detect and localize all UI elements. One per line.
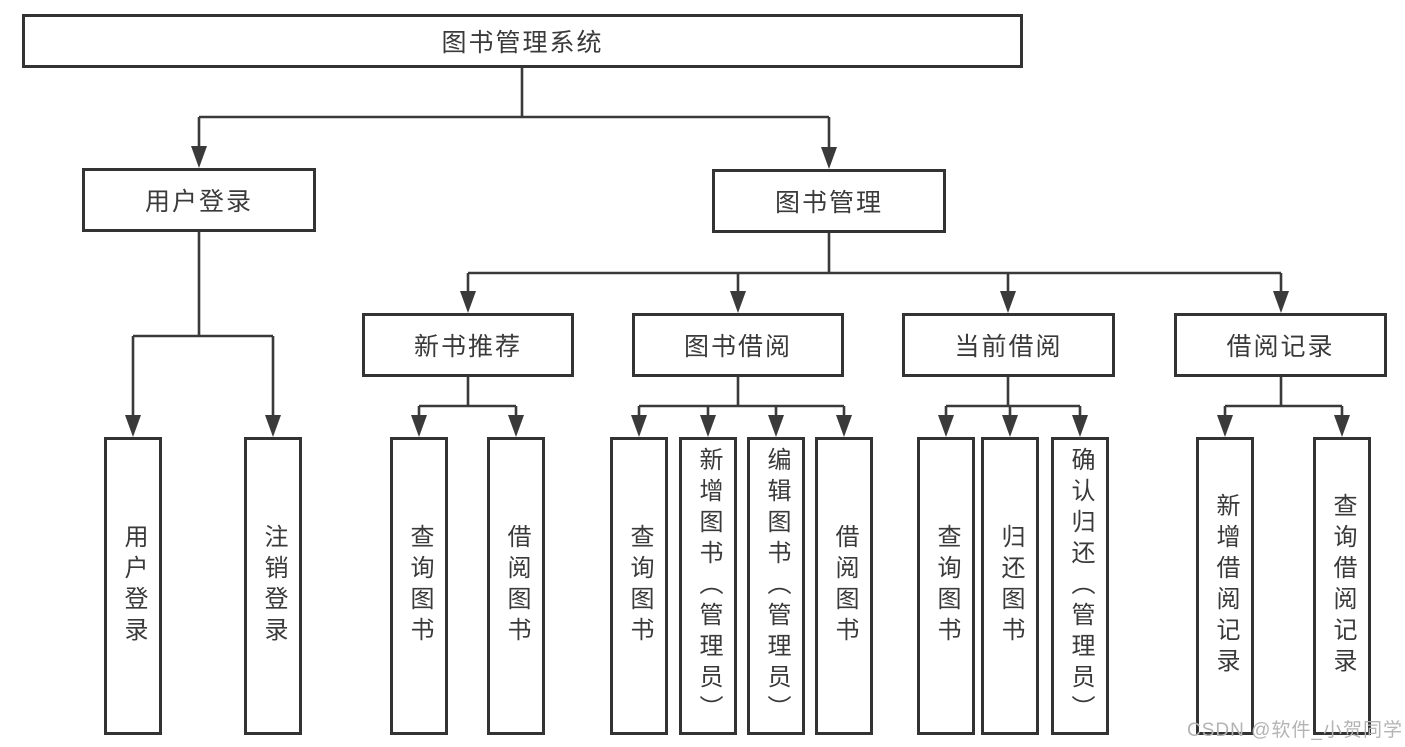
edge-bookmgmt-to-level3 xyxy=(466,233,1283,293)
node-new-book-recommend: 新书推荐 xyxy=(362,313,574,377)
arrowhead xyxy=(631,415,647,437)
node-label: 用户登录 xyxy=(120,524,147,648)
node-label: 归还图书 xyxy=(997,524,1024,648)
node-book-borrowing: 图书借阅 xyxy=(632,313,844,377)
node-query-books-current: 查询图书 xyxy=(917,437,975,735)
node-borrow-book: 借阅图书 xyxy=(815,437,873,735)
arrowhead xyxy=(508,415,524,437)
arrowhead xyxy=(265,415,281,437)
arrowhead xyxy=(411,415,427,437)
edge-userlogin-to-leaves xyxy=(131,232,275,417)
edge-records-to-leaves xyxy=(1223,377,1344,417)
node-book-management: 图书管理 xyxy=(712,169,946,233)
arrowhead xyxy=(1273,291,1289,313)
node-return-book: 归还图书 xyxy=(981,437,1039,735)
node-label: 新增借阅记录 xyxy=(1212,493,1239,679)
node-label: 借阅图书 xyxy=(503,524,530,648)
node-root-system: 图书管理系统 xyxy=(22,14,1023,68)
arrowhead xyxy=(768,415,784,437)
arrowhead xyxy=(836,415,852,437)
arrowhead xyxy=(1334,415,1350,437)
edge-currentborrow-to-leaves xyxy=(944,377,1082,417)
arrowhead xyxy=(1072,415,1088,437)
arrowhead xyxy=(1000,291,1016,313)
node-current-borrowing: 当前借阅 xyxy=(902,313,1115,377)
edge-root-to-level2 xyxy=(197,68,831,150)
node-query-books-borrow: 查询图书 xyxy=(610,437,668,735)
node-label: 确认归还（管理员） xyxy=(1067,446,1094,726)
node-label: 借阅图书 xyxy=(831,524,858,648)
edge-newbooks-to-leaves xyxy=(417,377,518,417)
node-logout: 注销登录 xyxy=(244,437,302,735)
arrowhead xyxy=(125,415,141,437)
arrowhead xyxy=(191,146,207,168)
node-label: 查询图书 xyxy=(933,524,960,648)
node-add-book-admin: 新增图书（管理员） xyxy=(679,437,737,735)
node-borrowing-records: 借阅记录 xyxy=(1174,313,1387,377)
node-query-borrow-record: 查询借阅记录 xyxy=(1313,437,1371,735)
node-add-borrow-record: 新增借阅记录 xyxy=(1196,437,1254,735)
node-label: 新增图书（管理员） xyxy=(695,446,722,726)
edge-bookborrow-to-leaves xyxy=(637,377,846,417)
node-label: 查询图书 xyxy=(406,524,433,648)
arrowhead xyxy=(730,291,746,313)
node-confirm-return-admin: 确认归还（管理员） xyxy=(1051,437,1109,735)
arrowhead xyxy=(1217,415,1233,437)
node-edit-book-admin: 编辑图书（管理员） xyxy=(747,437,805,735)
node-query-books-recommend: 查询图书 xyxy=(390,437,448,735)
node-label: 查询借阅记录 xyxy=(1329,493,1356,679)
arrowhead xyxy=(1002,415,1018,437)
node-user-login-leaf: 用户登录 xyxy=(104,437,162,735)
arrowhead xyxy=(821,147,837,169)
node-user-login: 用户登录 xyxy=(82,168,316,232)
node-label: 查询图书 xyxy=(626,524,653,648)
arrowhead xyxy=(700,415,716,437)
node-borrow-book-recommend: 借阅图书 xyxy=(487,437,545,735)
arrowhead xyxy=(938,415,954,437)
arrowhead xyxy=(460,291,476,313)
node-label: 编辑图书（管理员） xyxy=(763,446,790,726)
node-label: 注销登录 xyxy=(260,524,287,648)
csdn-watermark: CSDN @软件_小贺同学 xyxy=(1187,720,1403,741)
